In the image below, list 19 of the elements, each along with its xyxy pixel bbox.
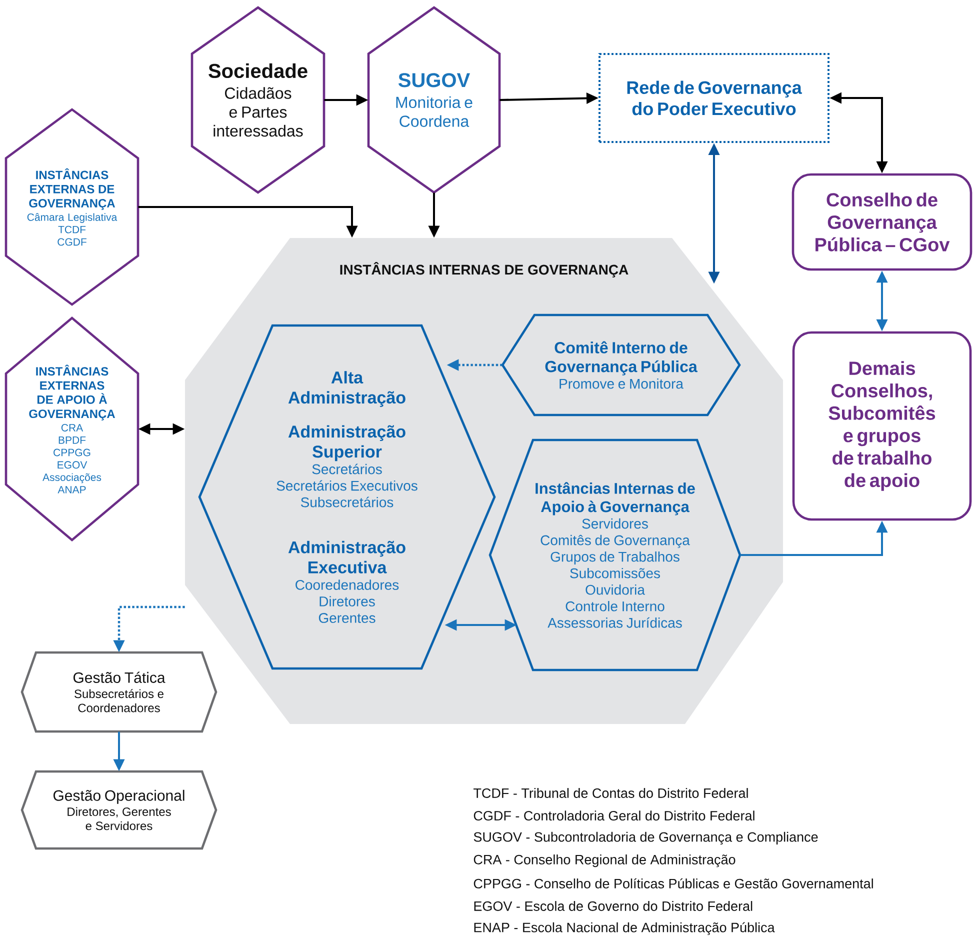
hexagon: Gestão Operacional Diretores, Gerentes e Servidores <box>20 770 218 850</box>
abbreviation-note: EGOV - Escola de Governo do Distrito Federal <box>474 901 752 911</box>
rounded-box: Conselho de Governança Pública – CGov <box>792 173 972 271</box>
hexagon: INSTÂNCIAS EXTERNAS DE APOIO À GOVERNANÇA CRA BPDF CPPGG EGOV Associações ANAP <box>4 316 140 542</box>
abbreviation-note: SUGOV - Subcontroladoria de Governança e Compliance <box>474 832 818 844</box>
abbreviation-note: CPPGG - Conselho de Políticas Públicas e Gestão Governamental <box>474 878 873 888</box>
abbreviation-note: ENAP - Escola Nacional de Administração Pública <box>474 922 775 935</box>
hexagon: Alta Administração Administração Superior Secretários Secretários Executivos Subsecretários Administração Executiva Cooredenadores Diretores Gerentes <box>198 324 496 670</box>
hexagon: Comitê Interno de Governança Pública Promove e Monitora <box>501 314 741 416</box>
hexagon: INSTÂNCIAS EXTERNAS DE GOVERNANÇA Câmara Legislativa TCDF CGDF <box>4 108 140 306</box>
dotted-box: Rede de Governança do Poder Executivo <box>598 53 830 143</box>
abbreviation-note: CGDF - Controladoria Geral do Distrito Federal <box>474 810 754 821</box>
hexagon: Instâncias Internas de Apoio à Governança Servidores Comitês de Governança Grupos de Trabalhos Subcomissões Ouvidoria Controle Interno Assessorias Jurídicas <box>488 438 742 672</box>
hexagon: Sociedade Cidadãos e Partes interessadas <box>190 6 326 194</box>
hexagon: Gestão Tática Subsecretários e Coordenadores <box>20 651 218 733</box>
rounded-box: Demais Conselhos, Subcomitês e grupos de trabalho de apoio <box>792 331 972 521</box>
hexagon: SUGOV Monitoria e Coordena <box>367 6 501 194</box>
abbreviation-note: CRA - Conselho Regional de Administração <box>474 854 736 868</box>
abbreviation-note: TCDF - Tribunal de Contas do Distrito Federal <box>474 788 748 798</box>
